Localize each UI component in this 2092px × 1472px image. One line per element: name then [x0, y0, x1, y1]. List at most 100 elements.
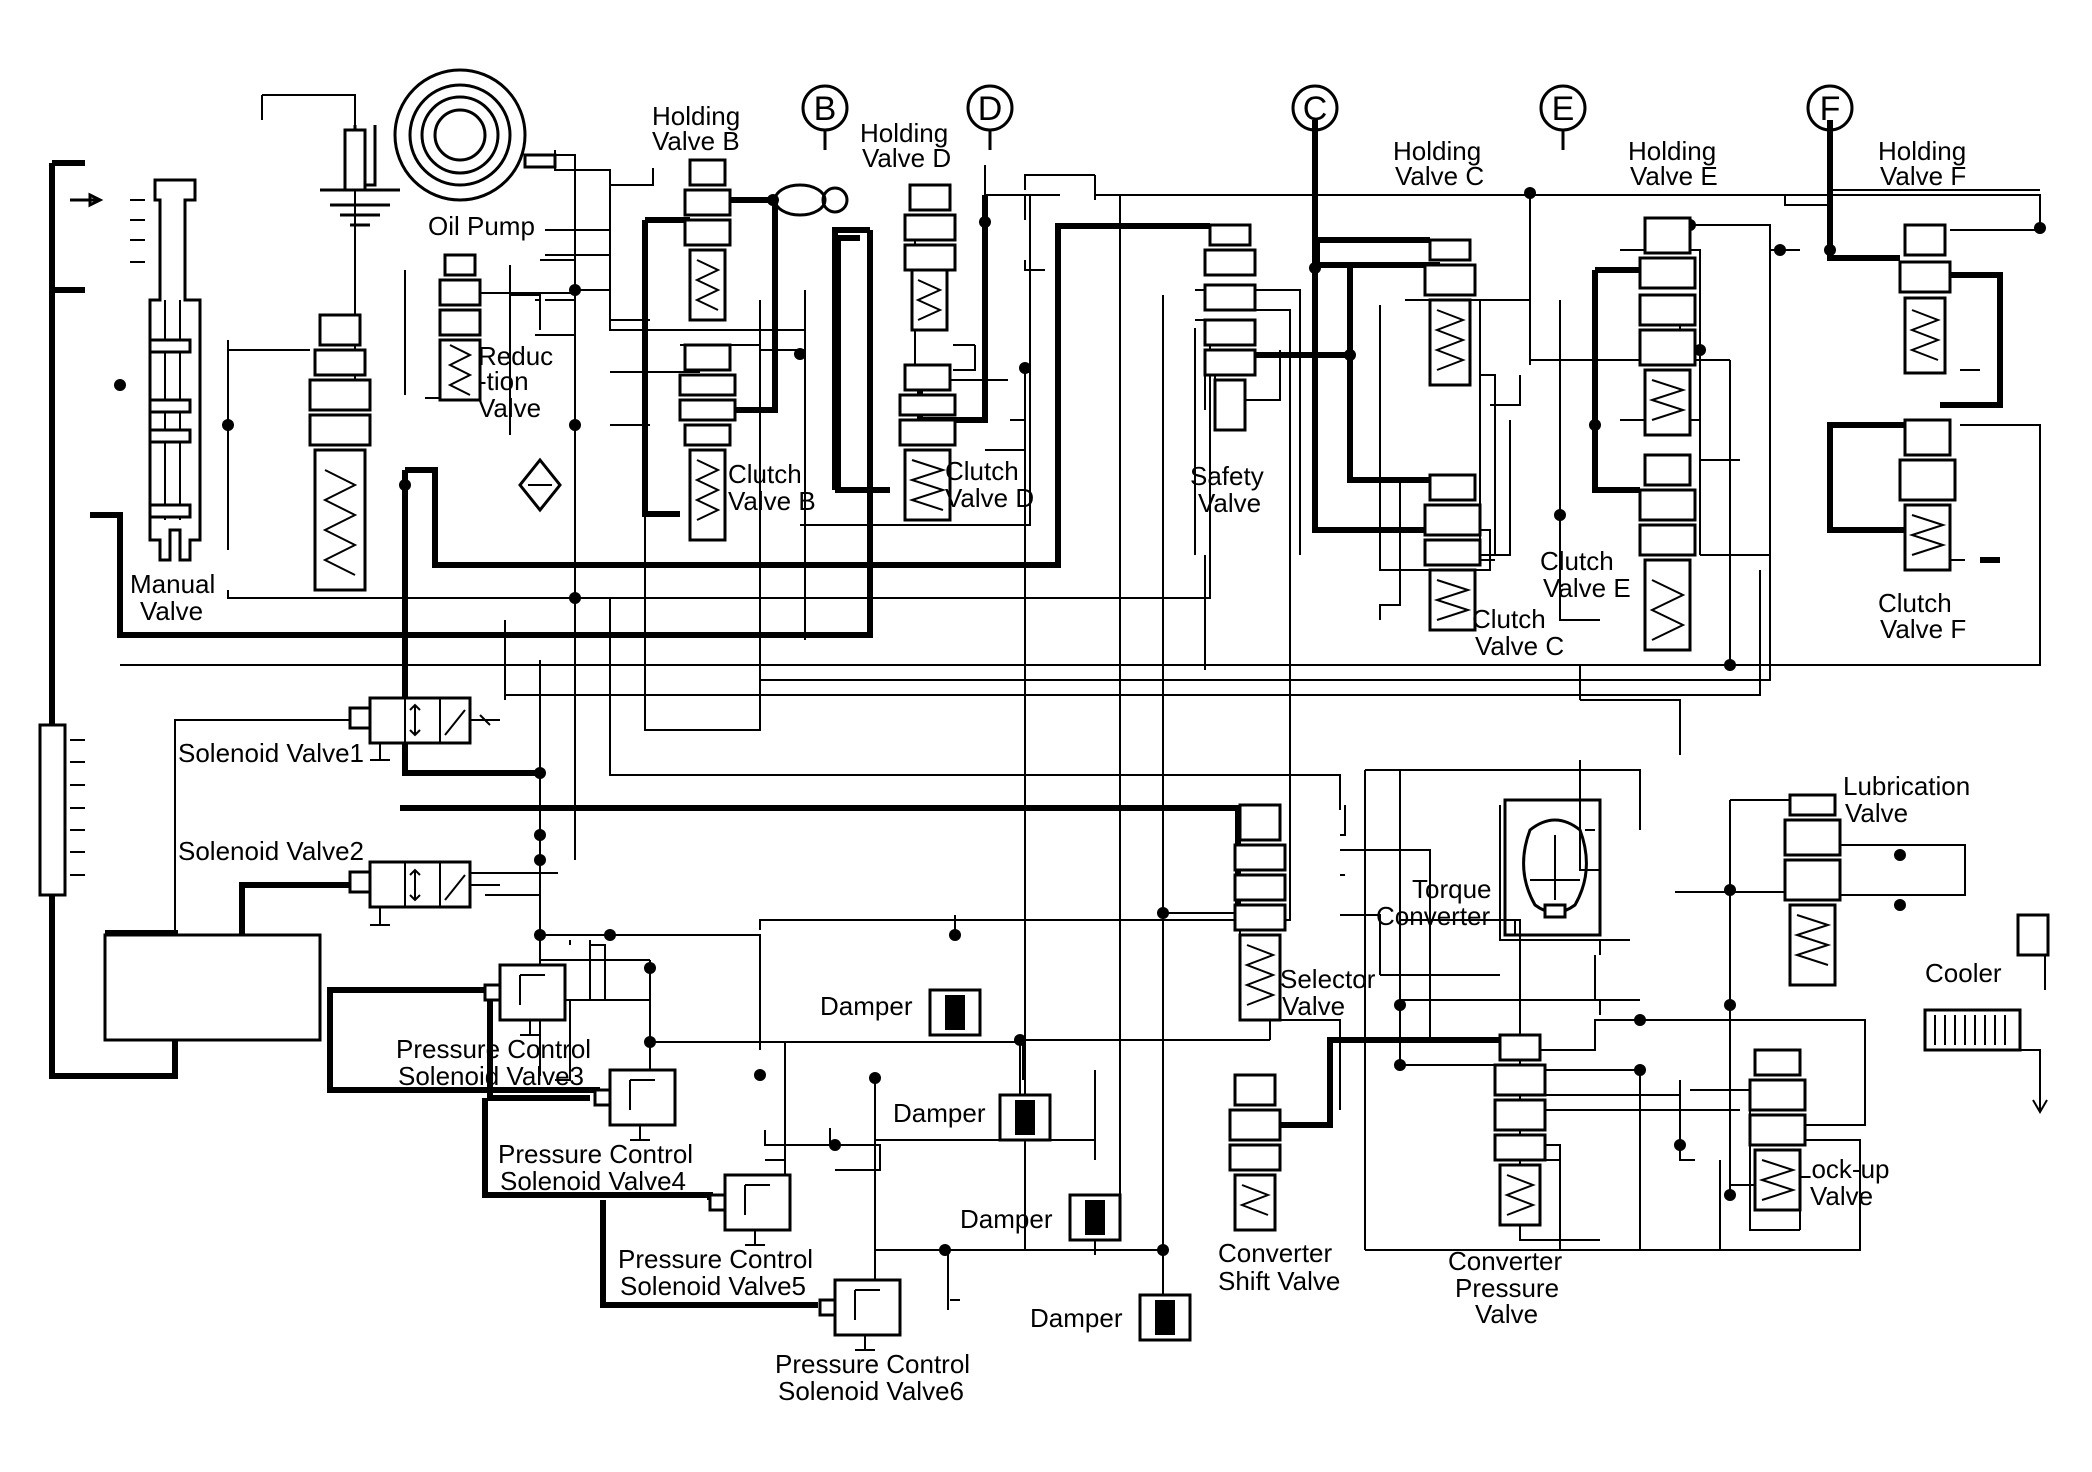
circle-markers: B D C E F	[801, 84, 1854, 150]
lockup-valve	[1748, 1048, 1807, 1212]
selector-valve	[1233, 803, 1287, 1022]
pcsv-5-label-2: Solenoid Valve5	[620, 1271, 806, 1301]
oil-pump	[320, 68, 557, 227]
converter-pressure-label-1: Converter	[1448, 1246, 1562, 1276]
spool-valve-big-manual-side	[308, 313, 372, 592]
lockup-valve-label-1: Lock-up	[1797, 1154, 1890, 1184]
converter-pressure-valve	[1493, 1033, 1547, 1227]
damper-2	[998, 1093, 1052, 1142]
solenoid-valve-2	[348, 860, 500, 926]
marker-c: C	[1303, 90, 1328, 128]
lubrication-valve-label-2: Valve	[1845, 798, 1908, 828]
damper-3	[1068, 1193, 1122, 1242]
holding-f-label-2: Valve F	[1880, 161, 1966, 191]
converter-shift-label-1: Converter	[1218, 1238, 1332, 1268]
manual-valve	[148, 178, 202, 562]
reduction-valve-label-3: Valve	[478, 393, 541, 423]
clutch-f-label-1: Clutch	[1878, 588, 1952, 618]
holding-valve-e	[1638, 216, 1697, 437]
holding-e-label-2: Valve E	[1630, 161, 1718, 191]
clutch-valve-b	[678, 343, 737, 542]
torque-converter-label-1: Torque	[1412, 874, 1492, 904]
damper-1-label: Damper	[820, 991, 913, 1021]
holding-valve-b	[683, 158, 732, 322]
solenoid-valve-1-label: Solenoid Valve1	[178, 738, 364, 768]
marker-f: F	[1820, 90, 1841, 128]
control-unit-box	[103, 719, 350, 1042]
solenoid-valve-1	[348, 696, 500, 761]
damper-4-label: Damper	[1030, 1303, 1123, 1333]
holding-valve-c	[1423, 238, 1477, 387]
lockup-valve-label-2: Valve	[1810, 1181, 1873, 1211]
damper-4	[1138, 1293, 1192, 1342]
clutch-d-label-1: Clutch	[945, 456, 1019, 486]
manual-valve-label-2: Valve	[140, 596, 203, 626]
holding-e-label-1: Holding	[1628, 136, 1716, 166]
pcsv-3	[483, 963, 567, 1036]
marker-b: B	[814, 90, 837, 128]
converter-shift-valve	[1228, 1073, 1282, 1232]
safety-valve	[1203, 223, 1257, 432]
holding-c-label-1: Holding	[1393, 136, 1481, 166]
lubrication-valve-label-1: Lubrication	[1843, 771, 1970, 801]
check-valve-b	[773, 183, 849, 217]
pcsv-6-label-2: Solenoid Valve6	[778, 1376, 964, 1406]
junction-dots	[114, 187, 2046, 1256]
holding-d-label-1: Holding	[860, 118, 948, 148]
reduction-valve	[438, 253, 482, 402]
manual-valve-label-1: Manual	[130, 569, 215, 599]
solenoid-valve-2-label: Solenoid Valve2	[178, 836, 364, 866]
converter-shift-label-2: Shift Valve	[1218, 1266, 1340, 1296]
clutch-c-label-2: Valve C	[1475, 631, 1564, 661]
marker-e: E	[1552, 90, 1575, 128]
holding-c-label-2: Valve C	[1395, 161, 1484, 191]
clutch-b-label-1: Clutch	[728, 459, 802, 489]
holding-d-label-2: Valve D	[862, 143, 951, 173]
oil-filter	[518, 457, 562, 513]
pcsv-4-label-1: Pressure Control	[498, 1139, 693, 1169]
cooler-label: Cooler	[1925, 958, 2002, 988]
marker-d: D	[978, 90, 1003, 128]
reduction-valve-label-2: -tion	[478, 366, 529, 396]
lubrication-valve	[1783, 793, 1842, 987]
torque-converter	[1499, 798, 1630, 941]
pcsv-3-label-2: Solenoid Valve3	[398, 1061, 584, 1091]
clutch-e-label-2: Valve E	[1543, 573, 1631, 603]
pcsv-6-label-1: Pressure Control	[775, 1349, 970, 1379]
labels: Oil Pump Reduc -tion Valve Manual Valve …	[130, 101, 2002, 1406]
clutch-b-label-2: Valve B	[728, 486, 816, 516]
damper-3-label: Damper	[960, 1204, 1053, 1234]
clutch-valve-e	[1638, 453, 1697, 652]
clutch-f-label-2: Valve F	[1880, 614, 1966, 644]
safety-valve-label-2: Valve	[1198, 488, 1261, 518]
damper-1	[928, 988, 982, 1037]
holding-b-label-1: Holding	[652, 101, 740, 131]
safety-valve-label-1: Safety	[1190, 461, 1264, 491]
clutch-c-label-1: Clutch	[1472, 604, 1546, 634]
selector-valve-label-2: Valve	[1282, 991, 1345, 1021]
pcsv-5-label-1: Pressure Control	[618, 1244, 813, 1274]
selector-valve-label-1: Selector	[1280, 964, 1376, 994]
left-supply-column	[38, 192, 145, 897]
pcsv-3-label-1: Pressure Control	[396, 1034, 591, 1064]
pcsv-4	[593, 1068, 677, 1141]
holding-f-label-1: Holding	[1878, 136, 1966, 166]
clutch-valve-f	[1898, 418, 1957, 572]
converter-pressure-label-2: Pressure	[1455, 1273, 1559, 1303]
pcsv-4-label-2: Solenoid Valve4	[500, 1166, 686, 1196]
oil-pump-label: Oil Pump	[428, 211, 535, 241]
clutch-valve-d	[898, 363, 957, 522]
converter-pressure-label-3: Valve	[1475, 1299, 1538, 1329]
damper-2-label: Damper	[893, 1098, 986, 1128]
reduction-valve-label-1: Reduc	[478, 341, 553, 371]
holding-valve-f	[1898, 223, 1952, 375]
clutch-valve-c	[1423, 473, 1482, 632]
pcsv-5	[708, 1173, 792, 1246]
cooler	[1923, 913, 2050, 1114]
holding-valve-d	[903, 183, 957, 332]
clutch-e-label-1: Clutch	[1540, 546, 1614, 576]
torque-converter-label-2: Converter	[1376, 901, 1490, 931]
clutch-d-label-2: Valve D	[945, 483, 1034, 513]
holding-b-label-2: Valve B	[652, 126, 740, 156]
